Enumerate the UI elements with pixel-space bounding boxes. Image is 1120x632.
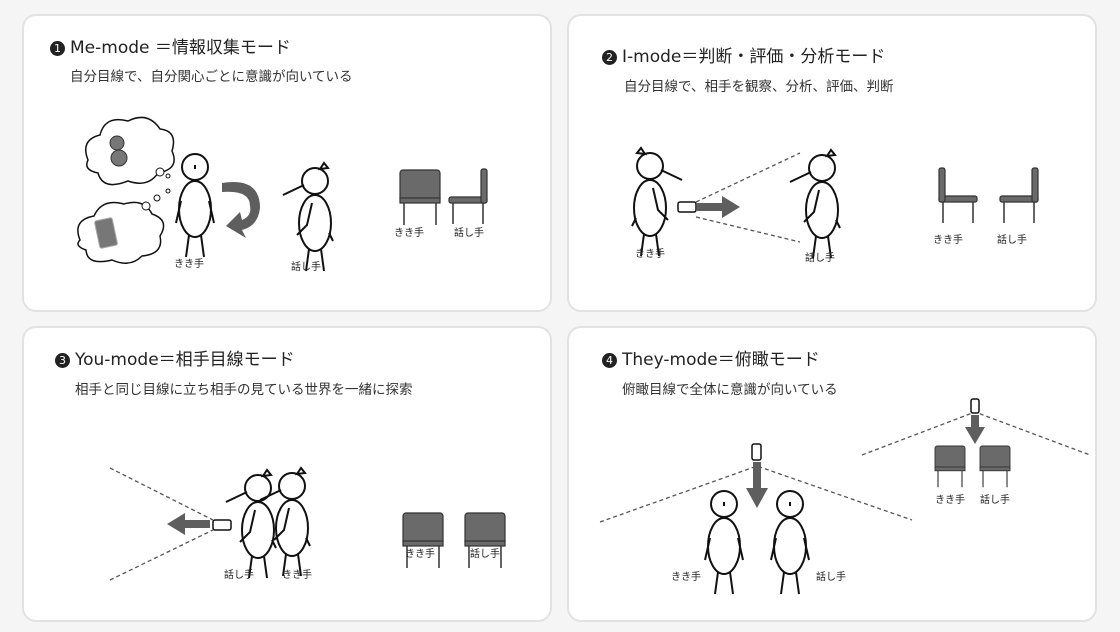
chair-label: きき手 [935,493,965,506]
chair-side [938,167,978,224]
number-badge: 3 [55,353,70,368]
curved-arrow-icon [222,182,260,238]
chair-side [448,168,488,225]
chair-side [999,167,1039,224]
chair-label: きき手 [394,226,424,239]
thought-cloud-phone [77,188,171,264]
speaker-figure [789,149,841,259]
panel-2-title: 2 I-mode＝判断・評価・分析モード [602,42,885,67]
figure-label: きき手 [174,257,204,270]
figure-label: 話し手 [224,568,254,581]
panel-3-title: 3 You-mode＝相手目線モード [55,345,295,370]
arrow-down-icon [965,415,985,444]
listener-figure [631,147,683,257]
arrow-down-icon [746,462,768,508]
speaker-figure [282,162,334,272]
title-text: They-mode＝俯瞰モード [622,350,820,370]
figure-label: きき手 [635,247,665,260]
chair-front [399,169,441,226]
view-cone [695,152,801,243]
chair-front [934,445,966,488]
camera-icon [970,398,980,414]
figure-label: 話し手 [291,260,321,273]
figure-label: 話し手 [816,570,846,583]
figure-label: 話し手 [805,251,835,264]
figure-label: きき手 [671,570,701,583]
camera-icon [677,201,697,213]
panel-1-subtitle: 自分目線で、自分関心ごとに意識が向いている [70,69,353,85]
thought-cloud-person [85,116,175,186]
chair-label: きき手 [933,233,963,246]
panel-3-subtitle: 相手と同じ目線に立ち相手の見ている世界を一緒に探索 [75,382,413,398]
panel-they-mode [567,326,1097,622]
speaker-figure [770,490,810,595]
arrow-right-icon [697,196,740,218]
figure-label: きき手 [282,568,312,581]
chair-label: きき手 [405,547,435,560]
listener-figure [175,153,215,258]
speaker-figure [225,469,277,579]
chair-front [979,445,1011,488]
number-badge: 1 [50,41,65,56]
panel-4-subtitle: 俯瞰目線で全体に意識が向いている [622,382,838,398]
camera-icon [212,519,232,531]
title-text: Me-mode ＝情報収集モード [70,38,291,58]
chair-label: 話し手 [980,493,1010,506]
panel-1-title: 1 Me-mode ＝情報収集モード [50,33,291,58]
title-text: You-mode＝相手目線モード [75,350,295,370]
chair-label: 話し手 [470,547,500,560]
listener-figure [704,490,744,595]
view-cone [109,467,214,581]
camera-icon [751,443,762,461]
panel-2-subtitle: 自分目線で、相手を観察、分析、評価、判断 [624,79,894,95]
chair-label: 話し手 [997,233,1027,246]
arrow-left-icon [167,513,210,535]
number-badge: 4 [602,353,617,368]
view-cone [599,465,913,523]
title-text: I-mode＝判断・評価・分析モード [622,47,886,67]
panel-4-title: 4 They-mode＝俯瞰モード [602,345,820,370]
number-badge: 2 [602,50,617,65]
chair-label: 話し手 [454,226,484,239]
